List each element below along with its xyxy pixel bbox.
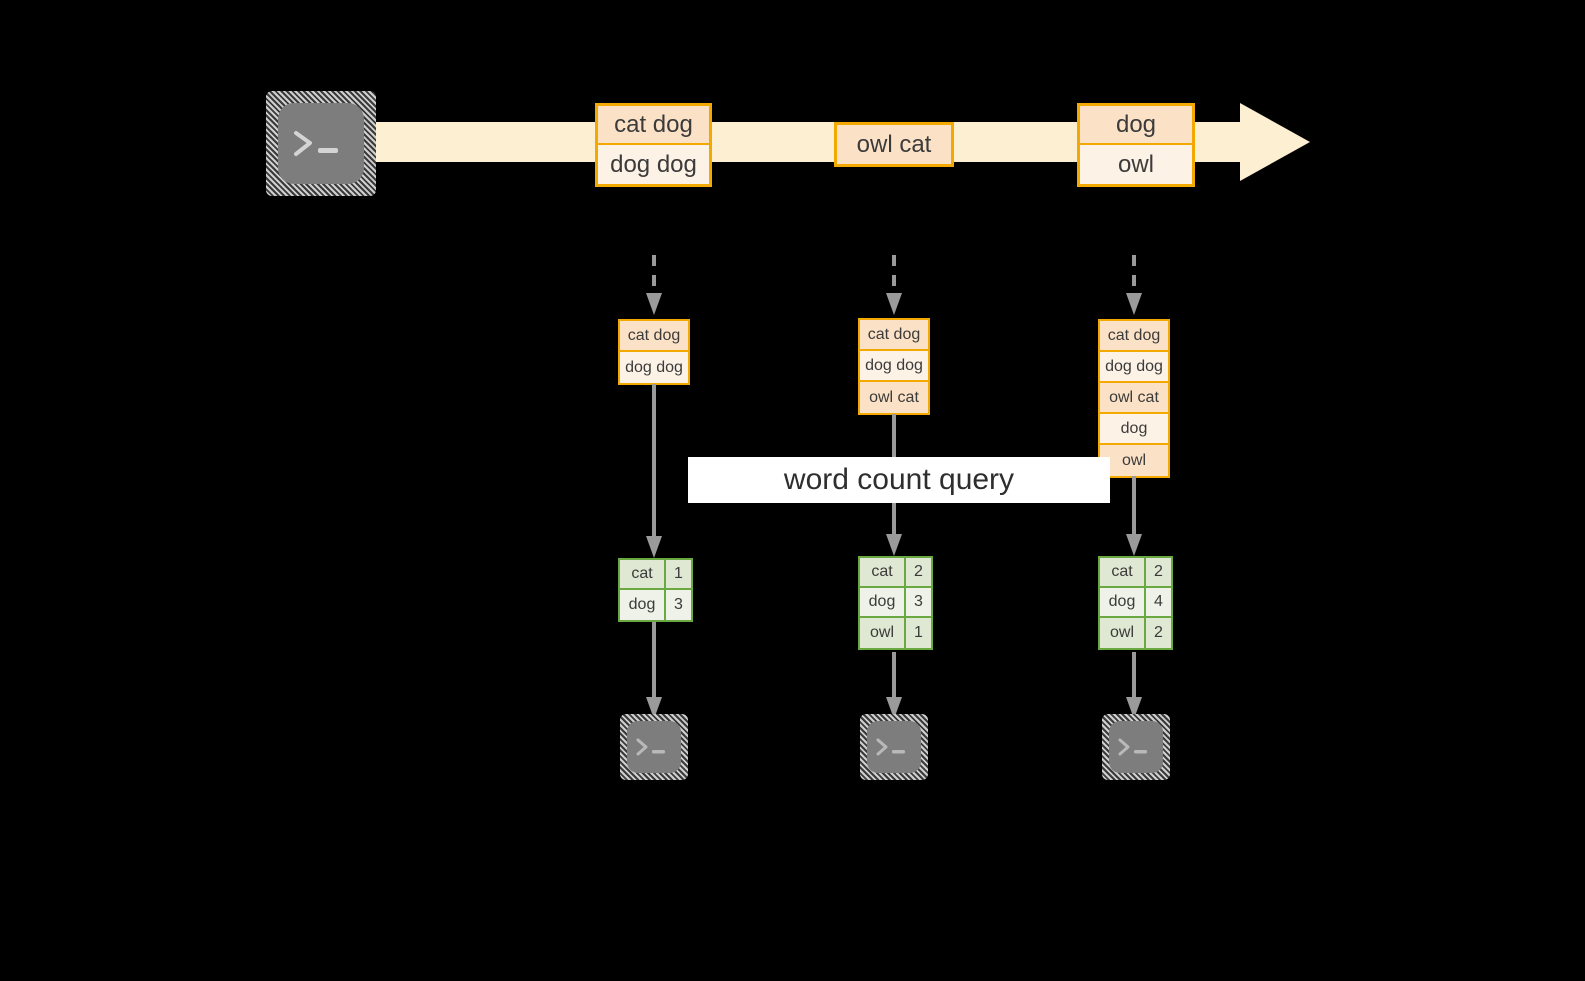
table-row: dog 3 (860, 588, 931, 618)
result-count: 3 (666, 590, 691, 620)
source-terminal-icon[interactable] (266, 91, 376, 196)
result-count: 1 (666, 560, 691, 590)
query-label: word count query (688, 457, 1110, 503)
column-2-input-row: dog dog (860, 351, 928, 382)
stream-batch-2-line: owl cat (837, 125, 951, 164)
terminal-prompt-icon (1117, 736, 1153, 758)
dashed-down-arrow-icon-2 (886, 255, 902, 315)
column-2-result-table[interactable]: cat 2 dog 3 owl 1 (858, 556, 933, 650)
column-3-input-row: dog dog (1100, 352, 1168, 383)
table-row: owl 2 (1100, 618, 1171, 648)
terminal-prompt-icon (875, 736, 911, 758)
terminal-screen (1109, 721, 1163, 773)
column-3-query-arrow-icon (1126, 476, 1142, 556)
column-3-input-row: owl cat (1100, 383, 1168, 414)
stream-batch-3[interactable]: dog owl (1077, 103, 1195, 187)
column-3-input-row: cat dog (1100, 321, 1168, 352)
column-1-input-row: dog dog (620, 352, 688, 383)
terminal-prompt-icon (292, 127, 348, 161)
column-1-sink-arrow-icon (646, 622, 662, 719)
column-3-sink-terminal-icon[interactable] (1102, 714, 1170, 780)
column-2-input-table[interactable]: cat dog dog dog owl cat (858, 318, 930, 415)
table-row: cat 1 (620, 560, 691, 590)
result-count: 2 (1146, 558, 1171, 588)
table-row: dog 4 (1100, 588, 1171, 618)
stream-batch-1-line: cat dog (598, 106, 709, 145)
column-3-input-table[interactable]: cat dog dog dog owl cat dog owl (1098, 319, 1170, 478)
column-2-input-row: cat dog (860, 320, 928, 351)
terminal-prompt-icon (635, 736, 671, 758)
result-word: owl (1100, 618, 1146, 648)
result-count: 3 (906, 588, 931, 618)
terminal-screen (867, 721, 921, 773)
result-count: 1 (906, 618, 931, 648)
stream-batch-1[interactable]: cat dog dog dog (595, 103, 712, 187)
result-word: cat (620, 560, 666, 590)
column-2-input-row: owl cat (860, 382, 928, 413)
result-word: dog (1100, 588, 1146, 618)
dashed-down-arrow-icon-3 (1126, 255, 1142, 315)
terminal-screen (278, 103, 364, 184)
column-1-input-row: cat dog (620, 321, 688, 352)
column-3-result-table[interactable]: cat 2 dog 4 owl 2 (1098, 556, 1173, 650)
terminal-screen (627, 721, 681, 773)
table-row: cat 2 (1100, 558, 1171, 588)
result-count: 2 (906, 558, 931, 588)
result-word: owl (860, 618, 906, 648)
dashed-down-arrow-icon-1 (646, 255, 662, 315)
result-word: cat (860, 558, 906, 588)
result-word: dog (620, 590, 666, 620)
column-3-input-row: dog (1100, 414, 1168, 445)
result-word: cat (1100, 558, 1146, 588)
column-1-query-arrow-icon (646, 384, 662, 558)
column-1-input-table[interactable]: cat dog dog dog (618, 319, 690, 385)
table-row: owl 1 (860, 618, 931, 648)
stream-batch-3-line: owl (1080, 145, 1192, 184)
result-count: 4 (1146, 588, 1171, 618)
stream-batch-2[interactable]: owl cat (834, 122, 954, 167)
column-1-sink-terminal-icon[interactable] (620, 714, 688, 780)
result-word: dog (860, 588, 906, 618)
table-row: dog 3 (620, 590, 691, 620)
result-count: 2 (1146, 618, 1171, 648)
column-3-input-row: owl (1100, 445, 1168, 476)
column-3-sink-arrow-icon (1126, 652, 1142, 719)
column-2-sink-terminal-icon[interactable] (860, 714, 928, 780)
stream-batch-3-line: dog (1080, 106, 1192, 145)
stream-batch-1-line: dog dog (598, 145, 709, 184)
column-2-sink-arrow-icon (886, 652, 902, 719)
table-row: cat 2 (860, 558, 931, 588)
column-1-result-table[interactable]: cat 1 dog 3 (618, 558, 693, 622)
